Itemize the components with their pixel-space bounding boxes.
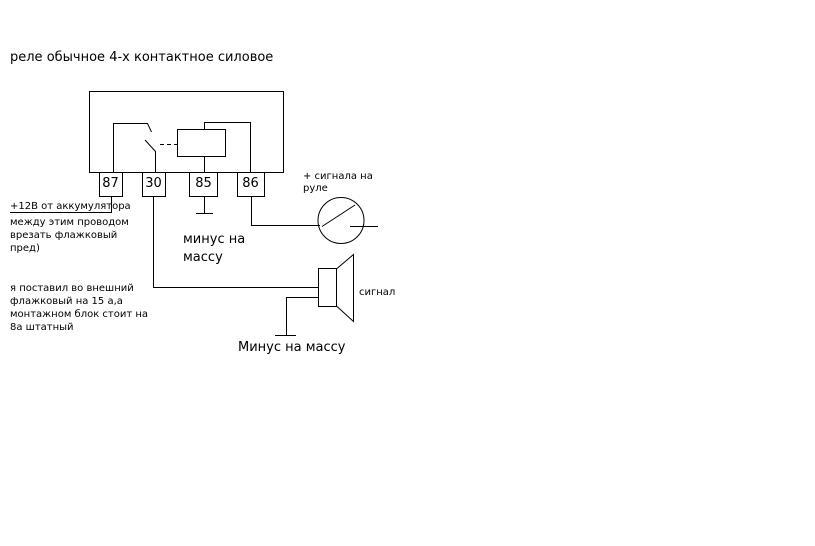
pin-87-label: 87 — [102, 176, 119, 191]
fuse-info-3: монтажном блок стоит на — [10, 309, 149, 320]
horn-label: сигнал — [359, 287, 396, 298]
switch-blade — [144, 139, 156, 172]
horn-feed-wire — [153, 197, 318, 288]
fuse-info-2: флажковый на 15 а,а — [10, 296, 123, 307]
fuse-note-2: врезать флажковый — [10, 230, 118, 241]
pin-86-label: 86 — [242, 176, 259, 191]
coil-top-wire — [204, 122, 251, 172]
pin-30-label: 30 — [145, 176, 162, 191]
battery-wire — [10, 197, 112, 213]
horn-cone — [336, 253, 354, 323]
battery-label: +12В от аккумулятора — [10, 201, 131, 212]
horn-ground-wire — [286, 297, 318, 335]
signal-button-label-1: + сигнала на — [303, 171, 373, 182]
ground-85-label-2: массу — [183, 250, 223, 265]
horn-button-circle — [317, 197, 365, 244]
button-wire — [251, 197, 320, 226]
page-title: реле обычное 4-х контактное силовое — [10, 50, 274, 65]
pin-30-box — [142, 172, 166, 197]
ground-horn-label: Минус на массу — [238, 340, 346, 355]
pin-85-box — [189, 172, 218, 197]
fuse-info-4: 8а штатный — [10, 322, 74, 333]
pin-87-box — [99, 172, 123, 197]
signal-button-label-2: руле — [303, 183, 328, 194]
relay-coil — [177, 129, 226, 157]
horn-body — [318, 268, 337, 307]
pin-86-box — [237, 172, 265, 197]
ground-85-label-1: минус на — [183, 232, 246, 247]
relay-housing — [89, 91, 284, 173]
fuse-note-3: пред) — [10, 243, 40, 254]
fuse-note-1: между этим проводом — [10, 217, 129, 228]
horn-button-contact — [321, 204, 378, 227]
contact-87-wire — [113, 123, 152, 172]
pin-85-label: 85 — [195, 176, 212, 191]
fuse-info-1: я поставил во внешний — [10, 283, 134, 294]
